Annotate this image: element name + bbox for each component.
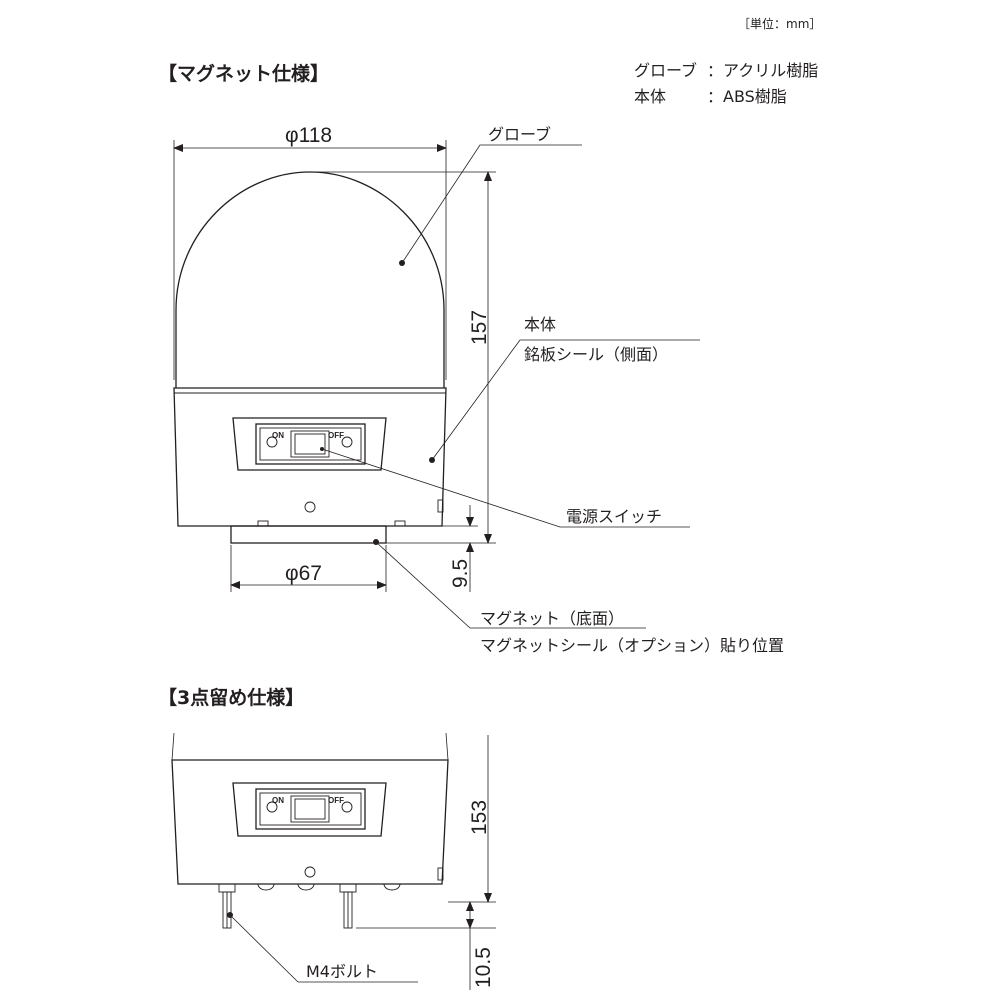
dim-width-118: φ118 [173, 124, 447, 380]
materials-list: グローブ ：アクリル樹脂 本体 ：ABS樹脂 [634, 61, 818, 106]
screw-hole [304, 501, 316, 513]
dim-bolt-height-value: 10.5 [472, 947, 495, 988]
dim-base-width: φ67 [230, 545, 387, 592]
material-globe-value: ：アクリル樹脂 [707, 61, 818, 80]
magnet-spec-heading: 【マグネット仕様】 [158, 62, 329, 85]
m4-bolt-left [218, 883, 236, 929]
label-magnet-seal: マグネットシール（オプション）貼り位置 [480, 636, 784, 655]
label-switch: 電源スイッチ [566, 507, 662, 526]
label-magnet: マグネット（底面） [480, 609, 624, 628]
label-nameplate: 銘板シール（側面） [524, 345, 668, 364]
material-body-value: ：ABS樹脂 [707, 87, 787, 106]
three-point-heading: 【3点留め仕様】 [158, 686, 304, 709]
dim-base-height-value: 9.5 [449, 559, 472, 588]
dim-base-width-value: φ67 [285, 562, 322, 585]
globe-dome [175, 171, 445, 388]
m4-bolt-right [339, 883, 357, 929]
material-body-part: 本体 [634, 87, 666, 106]
magnet-lamp-drawing: ON OFF [173, 171, 447, 545]
dim-height-value: 157 [468, 310, 491, 345]
three-point-lamp-drawing: ON OFF [171, 732, 449, 929]
dim-bolt-height: 10.5 [356, 901, 496, 990]
label-body: 本体 [524, 315, 556, 334]
power-switch-panel: ON OFF [232, 417, 387, 471]
dim-height-153-value: 153 [468, 800, 491, 835]
leader-magnet: マグネット（底面） マグネットシール（オプション）貼り位置 [375, 541, 784, 655]
switch-off-label-3pt: OFF [328, 796, 344, 805]
label-m4-bolt: M4ボルト [306, 962, 378, 981]
material-globe-part: グローブ [634, 61, 697, 80]
leader-bolt: M4ボルト [229, 914, 418, 983]
switch-on-label-3pt: ON [272, 796, 284, 805]
leader-globe: グローブ [401, 125, 582, 264]
label-globe: グローブ [488, 125, 551, 144]
leader-body: 本体 銘板シール（側面） [431, 315, 700, 461]
lamp-body-3pt [171, 759, 449, 885]
power-switch-panel-3pt: ON OFF [232, 782, 387, 837]
switch-off-label: OFF [328, 431, 344, 440]
unit-note: ［単位：mm］ [738, 16, 821, 31]
switch-on-label: ON [272, 431, 284, 440]
dim-height-157: 157 [310, 171, 496, 544]
dim-height-153: 153 [448, 735, 496, 903]
magnet-base [230, 525, 387, 544]
dim-width-value: φ118 [285, 124, 332, 147]
leader-switch: 電源スイッチ [321, 448, 690, 528]
dim-base-height: 9.5 [386, 505, 478, 592]
